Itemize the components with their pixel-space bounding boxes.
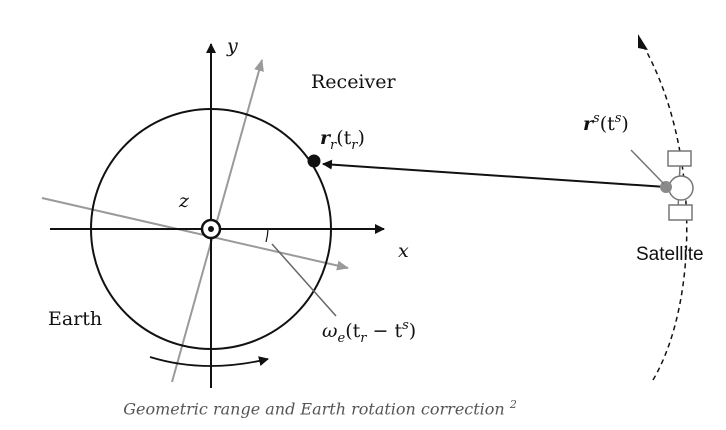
rotation-angle-label: ωe(tr − ts) xyxy=(322,318,416,346)
caption-footnote-ref: 2 xyxy=(509,398,517,411)
satellite-position-label: rs(ts) xyxy=(583,111,629,135)
y-axis-label: y xyxy=(226,35,238,57)
rotated-axes xyxy=(41,59,349,383)
figure-caption: Geometric range and Earth rotation corre… xyxy=(0,398,640,418)
rotation-angle-arc xyxy=(265,228,269,243)
rotated-x-axis xyxy=(41,197,349,271)
satellite-orbit xyxy=(639,39,688,381)
satellite-label: Satellite xyxy=(636,244,704,265)
earth-label: Earth xyxy=(48,308,102,330)
receiver-label: Receiver xyxy=(311,71,396,93)
receiver-position-label: rr(tr) xyxy=(320,127,365,153)
satellite-leader-line xyxy=(630,149,665,185)
rotation-arrow-icon xyxy=(149,356,269,367)
range-vector xyxy=(322,159,667,188)
receiver-dot-icon xyxy=(307,154,321,168)
z-axis-label: z xyxy=(178,190,190,212)
orbit-arrowhead xyxy=(638,34,648,50)
satellite-icon xyxy=(660,150,694,221)
caption-text: Geometric range and Earth rotation corre… xyxy=(123,399,510,419)
z-axis-out-of-page-icon xyxy=(200,218,222,240)
angle-leader-line xyxy=(271,243,337,317)
x-axis-label: x xyxy=(398,240,409,262)
